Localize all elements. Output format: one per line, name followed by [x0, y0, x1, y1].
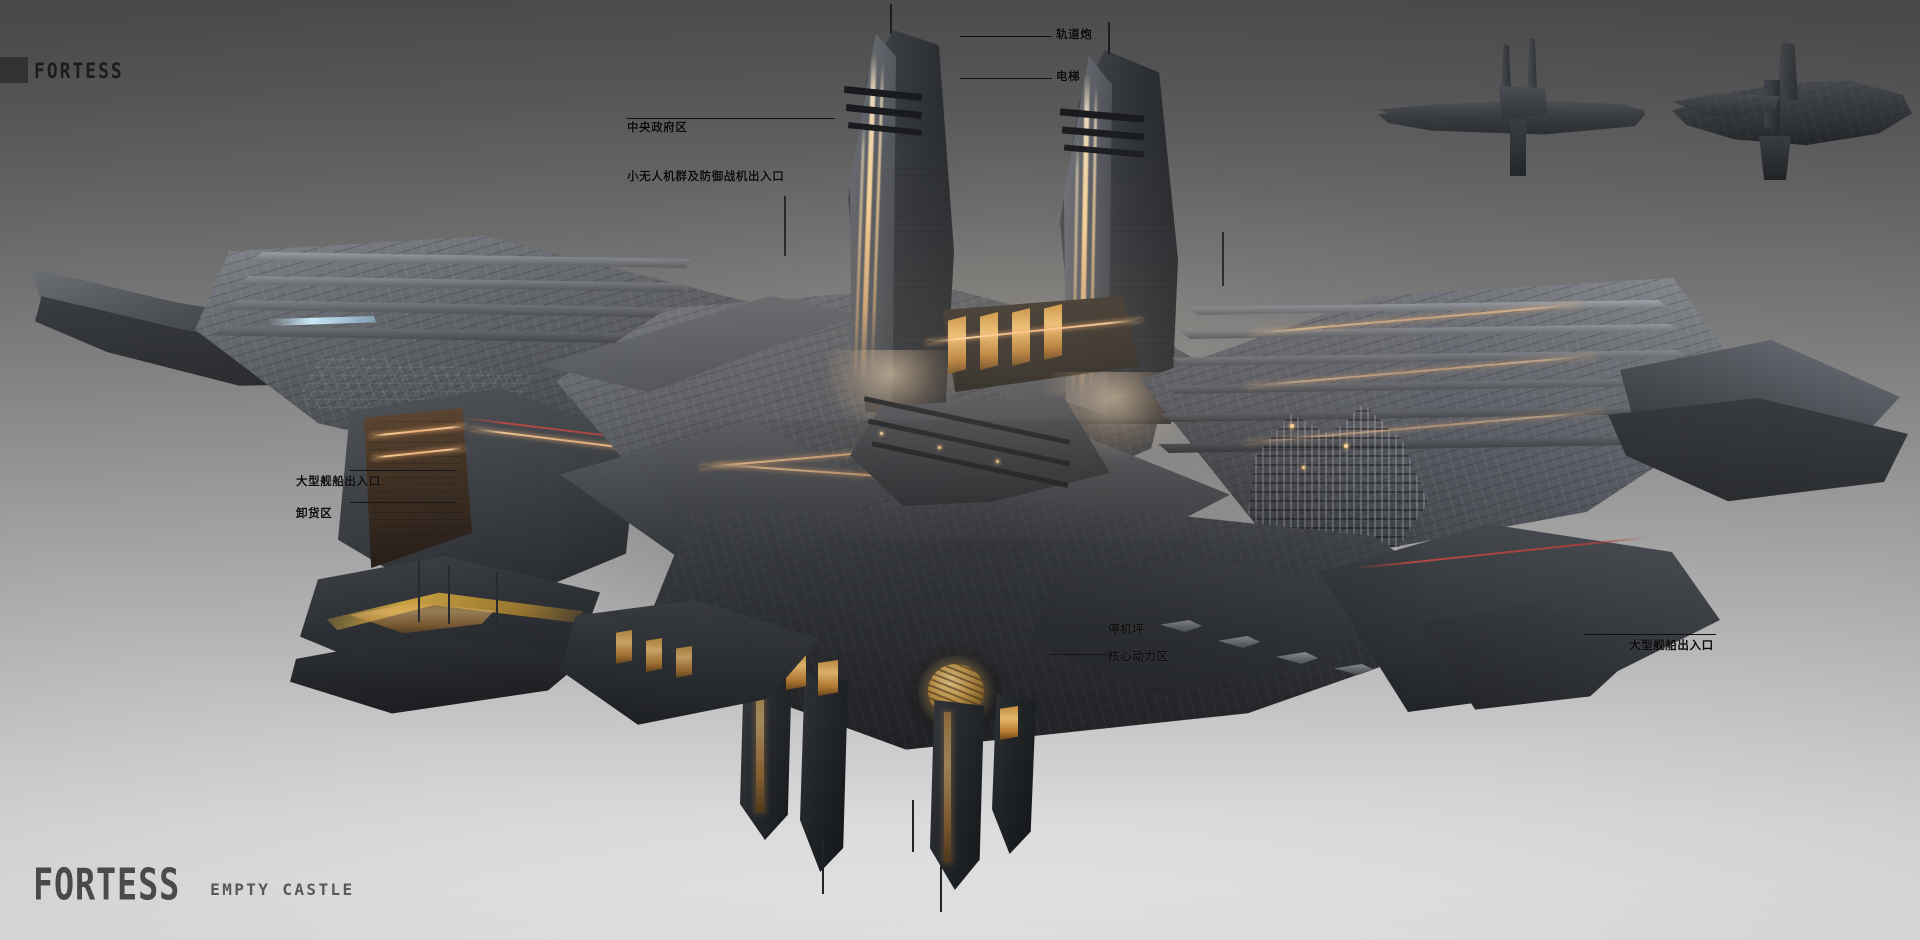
- port-strut-3: [496, 572, 498, 626]
- callout-text: 卸货区: [296, 506, 333, 520]
- starboard-spire-railgun-mast: [1108, 22, 1110, 54]
- ventral-pylon-right: [930, 700, 984, 890]
- port-spire-railgun-mast: [890, 4, 892, 34]
- port-keel-window-2: [646, 638, 662, 672]
- side-view-port-wingtip: [1378, 103, 1488, 123]
- port-edge-accent: [268, 316, 376, 326]
- port-keel-window-1: [616, 630, 632, 664]
- front-view-spire: [1776, 42, 1798, 100]
- ramp-marker-2: [938, 446, 941, 449]
- front-view-port-wing: [1672, 92, 1780, 117]
- callout-rule: [1050, 654, 1112, 655]
- starboard-city-beacon-2: [1344, 444, 1348, 448]
- callout-rule: [627, 118, 835, 119]
- side-view-ventral-keel: [1510, 120, 1526, 176]
- callout-rule: [350, 470, 456, 471]
- ventral-pylon-mid: [800, 672, 848, 872]
- dorsal-antenna-2: [1222, 232, 1224, 286]
- ventral-window-cluster-4: [1000, 706, 1018, 740]
- starboard-city-beacon-3: [1302, 466, 1305, 469]
- callout-text: 轨道炮: [1056, 27, 1093, 41]
- callout-text: 大型舰船出入口: [1629, 638, 1714, 652]
- callout-text: 电梯: [1056, 69, 1081, 83]
- port-strut-1: [418, 560, 420, 622]
- ventral-antenna-1: [822, 836, 824, 894]
- dorsal-antenna-1: [784, 196, 786, 256]
- callout-rule: [350, 502, 456, 503]
- page-title: FORTESS: [34, 59, 124, 84]
- ramp-marker-1: [880, 432, 883, 435]
- ventral-pylon-right-glow: [944, 712, 951, 862]
- ventral-antenna-3: [940, 866, 942, 912]
- callout-text: 中央政府区: [627, 120, 688, 134]
- ventral-window-cluster-3: [818, 660, 838, 696]
- callout-rule: [960, 36, 1052, 37]
- callout-rule: [1584, 634, 1716, 635]
- hall-window-3: [1012, 308, 1030, 366]
- ventral-antenna-2: [912, 800, 914, 852]
- front-view-ventral-pod: [1759, 136, 1791, 180]
- footer-subtitle: EMPTY CASTLE: [210, 880, 355, 900]
- front-view-surface-detail: [1672, 80, 1912, 146]
- callout-text: 停机坪: [1108, 622, 1145, 636]
- parked-craft-4: [1334, 664, 1374, 675]
- starboard-city-beacon-1: [1290, 424, 1294, 428]
- side-elevation-view: [1378, 24, 1646, 176]
- callout-text: 核心动力区: [1108, 649, 1169, 663]
- callout-text: 大型舰船出入口: [296, 474, 381, 488]
- side-view-midblock: [1499, 86, 1548, 120]
- port-keel-window-3: [676, 646, 692, 678]
- callout-rule: [960, 78, 1052, 79]
- callout-text: 小无人机群及防御战机出入口: [627, 169, 785, 183]
- footer-logo: FORTESS EMPTY CASTLE: [33, 863, 355, 907]
- front-elevation-view: [1672, 24, 1912, 184]
- hall-window-4: [1044, 304, 1062, 360]
- port-strut-2: [448, 566, 450, 624]
- ramp-marker-3: [996, 460, 999, 463]
- footer-wordmark: FORTESS: [33, 859, 181, 910]
- header-block-icon: [0, 57, 28, 83]
- hall-window-2: [980, 312, 998, 370]
- side-view-starboard-wingtip: [1556, 103, 1646, 125]
- ventral-pylon-left-glow: [756, 672, 764, 812]
